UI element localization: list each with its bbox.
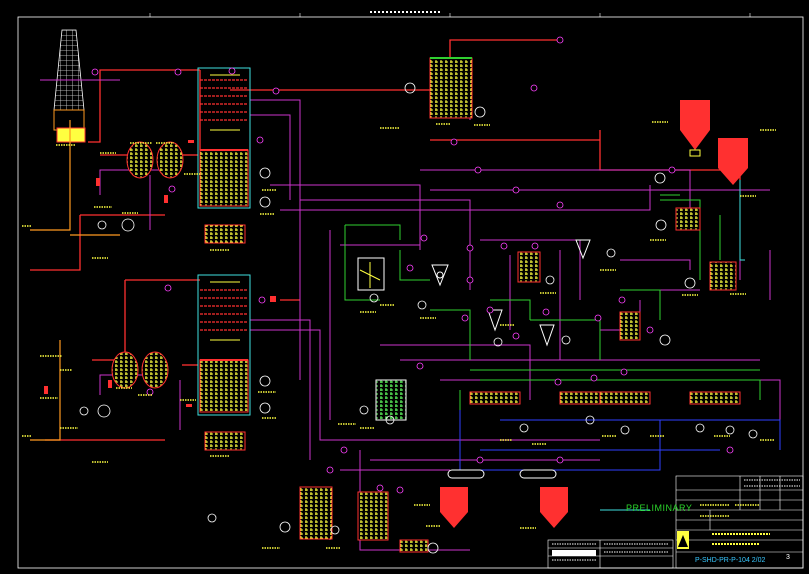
silo-gypsum-1 [440, 487, 468, 528]
hydrocyclones [431, 239, 591, 347]
slurry-tank [357, 257, 385, 291]
cyan-lines [600, 180, 745, 511]
silo-limestone-b [718, 138, 748, 185]
title-block [547, 475, 804, 569]
chimney-stack [53, 29, 86, 143]
instrument-bubbles [91, 36, 734, 494]
silo-limestone-a [680, 100, 710, 157]
gypsum-tank [375, 379, 407, 421]
absorber-1 [197, 67, 251, 209]
silo-gypsum-2 [540, 487, 568, 528]
absorber-2 [197, 274, 251, 416]
valves [44, 140, 276, 407]
tanks [204, 57, 741, 553]
preliminary-stamp: PRELIMINARY [626, 503, 693, 513]
drawing-border [17, 16, 804, 569]
title-block-fills [552, 479, 800, 561]
tag-marks [22, 121, 776, 549]
blue-lines [459, 410, 781, 471]
belt-conveyors [447, 469, 557, 479]
drawing-number: P-SHD-PR-P-104 2/02 [695, 557, 766, 564]
pumps [79, 82, 758, 554]
border-ticks [149, 13, 751, 17]
gas-heater-2 [111, 351, 169, 389]
slurry-lines [40, 79, 781, 551]
sheet-number: 3 [786, 554, 790, 561]
air-lines [30, 120, 120, 441]
gas-heater-1 [126, 141, 184, 179]
